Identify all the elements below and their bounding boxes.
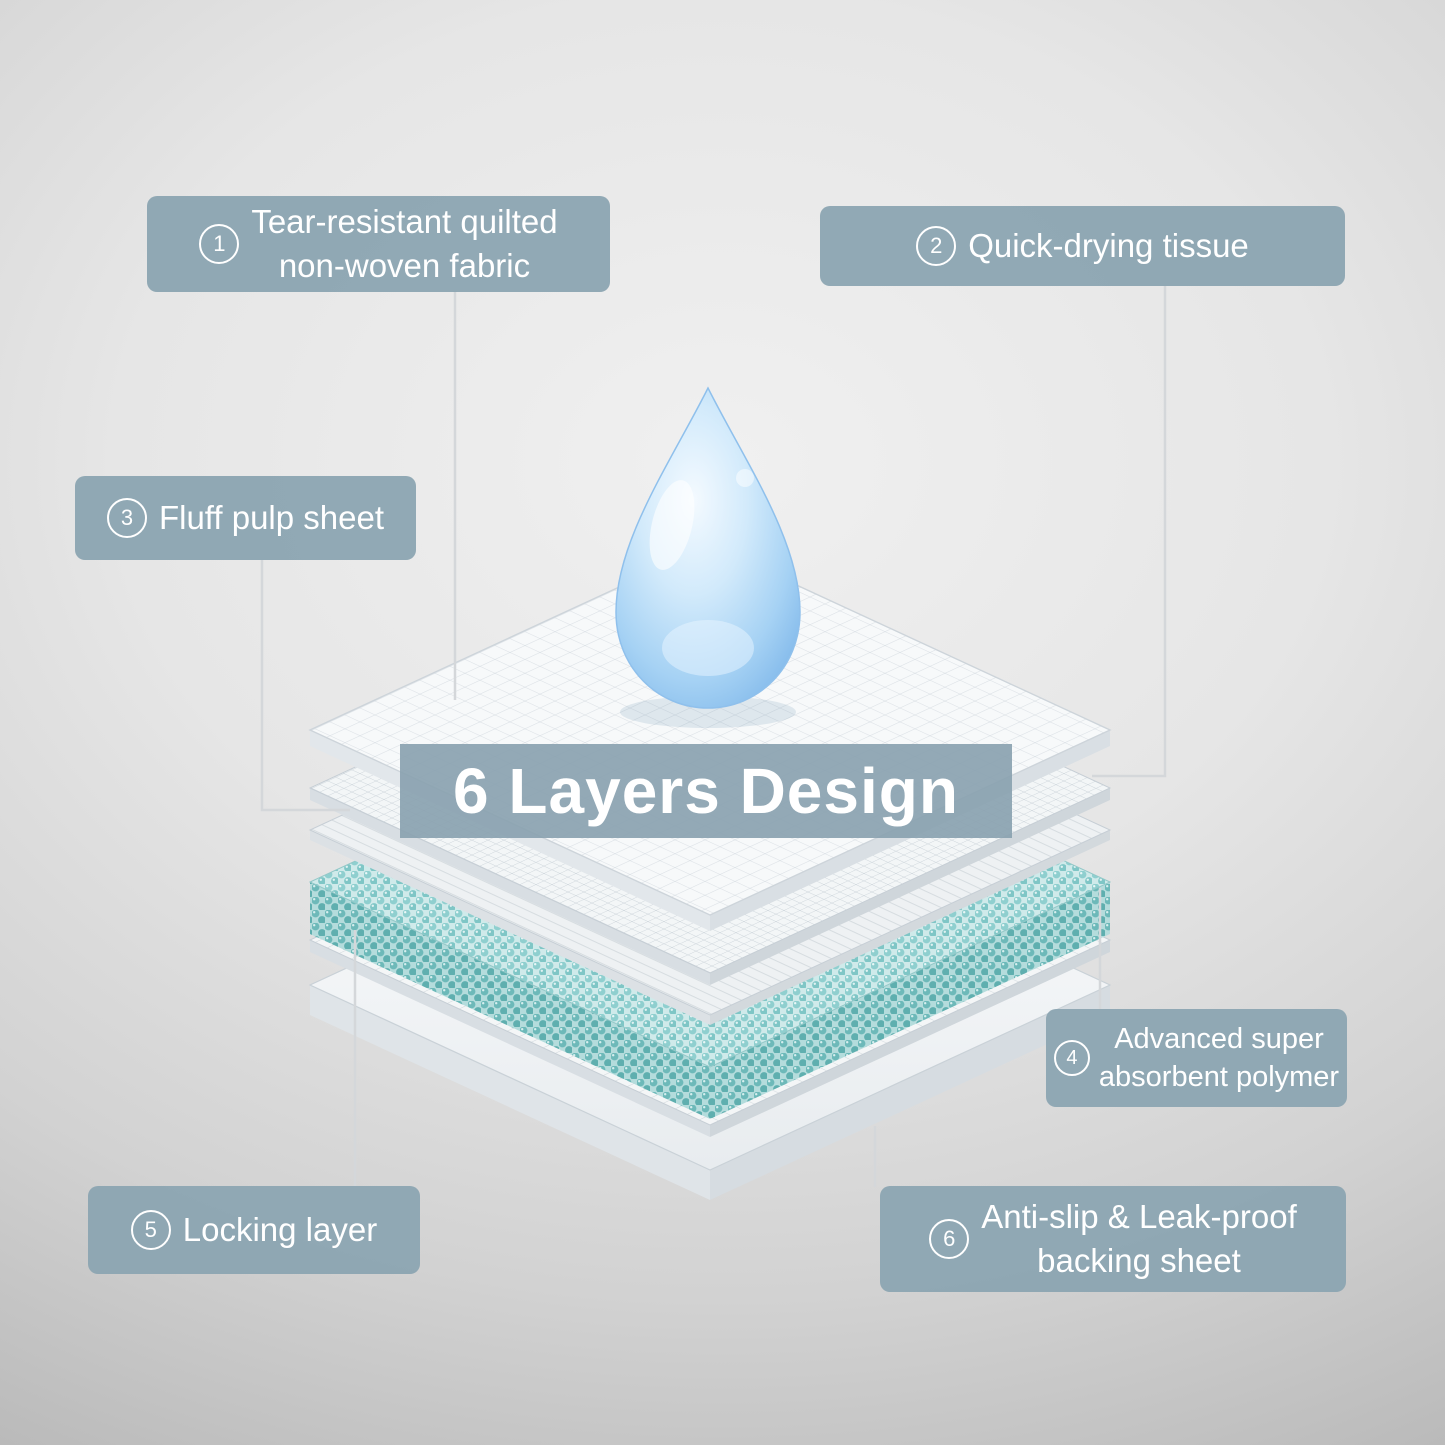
label-absorbent-polymer: 4 Advanced super absorbent polymer — [1046, 1009, 1347, 1107]
label-text: Locking layer — [182, 1211, 378, 1249]
droplet-glint — [736, 469, 754, 487]
label-text: Quick-drying tissue — [968, 227, 1249, 265]
water-droplet — [615, 386, 801, 728]
label-number: 2 — [916, 226, 957, 266]
label-quick-drying-tissue: 2 Quick-drying tissue — [820, 206, 1345, 286]
droplet-highlight — [649, 480, 695, 570]
leader-line-3 — [260, 559, 350, 812]
label-number: 1 — [199, 224, 240, 264]
label-tear-resistant-fabric: 1 Tear-resistant quilted non-woven fabri… — [147, 196, 610, 292]
label-antislip-backing-sheet: 6 Anti-slip & Leak-proof backing sheet — [880, 1186, 1346, 1292]
label-text: Anti-slip & Leak-proof backing sheet — [981, 1198, 1297, 1279]
label-number: 3 — [106, 498, 147, 538]
droplet-caustic — [662, 620, 754, 676]
label-number: 6 — [929, 1219, 970, 1259]
label-locking-layer: 5 Locking layer — [88, 1186, 420, 1274]
leader-lines — [260, 286, 1167, 1187]
label-fluff-pulp-sheet: 3 Fluff pulp sheet — [75, 476, 416, 560]
label-text: Advanced super absorbent polymer — [1098, 1022, 1340, 1093]
label-text: Fluff pulp sheet — [158, 499, 385, 537]
label-number: 4 — [1053, 1040, 1090, 1076]
banner: 6 Layers Design — [400, 744, 1012, 838]
droplet-shadow — [620, 696, 796, 728]
label-text: Tear-resistant quilted non-woven fabric — [251, 203, 558, 284]
label-number: 5 — [130, 1210, 171, 1250]
leader-line-2 — [1092, 286, 1167, 778]
banner-title: 6 Layers Design — [453, 755, 959, 827]
